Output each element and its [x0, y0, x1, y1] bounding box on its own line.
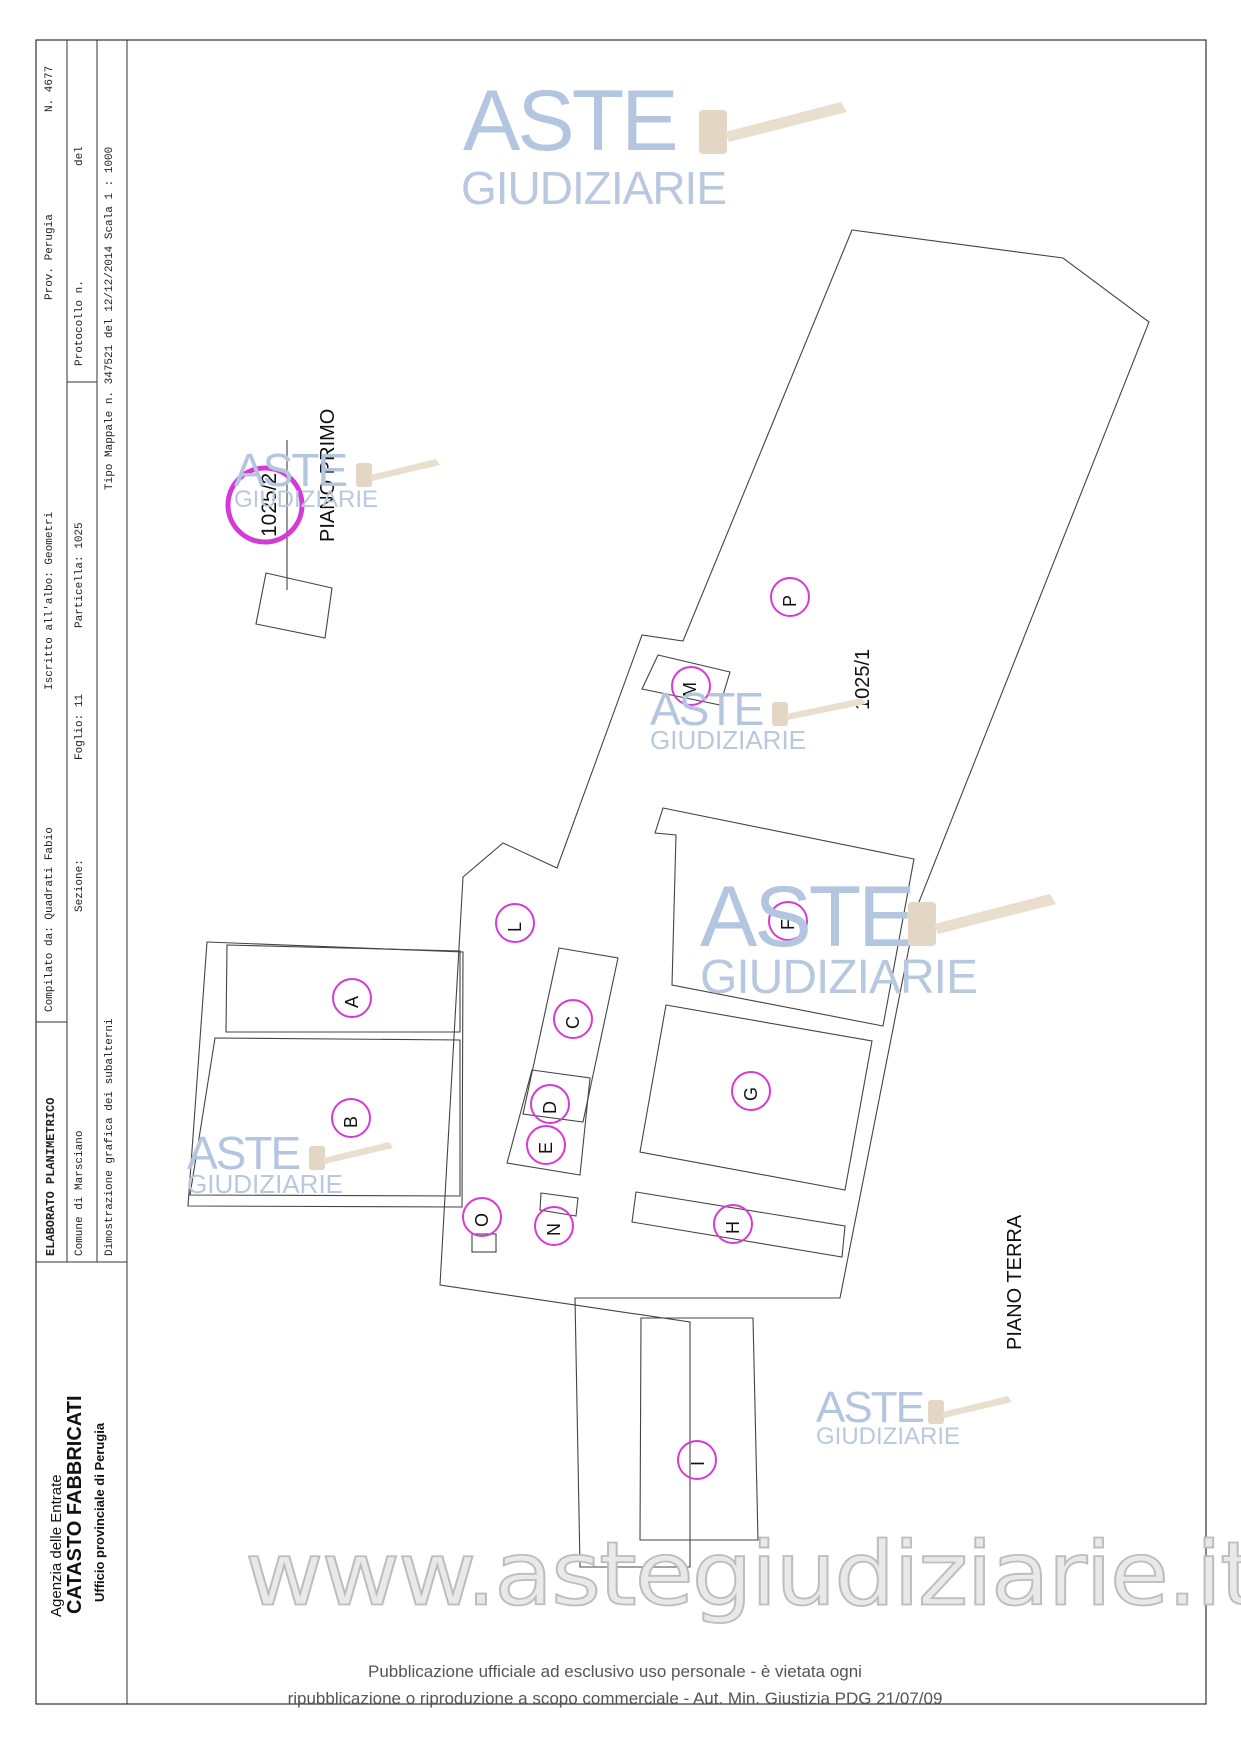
province: Prov. Perugia	[44, 214, 56, 300]
watermark-aste: ASTE	[463, 73, 679, 169]
watermark-5: ASTE GIUDIZIARIE	[187, 1130, 407, 1210]
unit-d-e-room	[506, 1069, 591, 1176]
gavel-icon	[309, 1142, 393, 1170]
marker-1025-2-icon	[225, 465, 305, 545]
marker-b-icon	[331, 1098, 371, 1138]
unit-label-d: D	[540, 1101, 560, 1114]
agency-name: Agenzia delle Entrate	[48, 1474, 65, 1617]
marker-i-icon	[677, 1440, 717, 1480]
unit-o-box	[471, 1233, 497, 1253]
watermark-6: ASTE GIUDIZIARIE	[816, 1386, 1016, 1466]
unit-h-room	[631, 1191, 846, 1258]
disclaimer-line-1: Pubblicazione ufficiale ad esclusivo uso…	[368, 1662, 862, 1681]
ufficio-provinciale: Ufficio provinciale di Perugia	[92, 1422, 107, 1602]
unit-label-p: P	[780, 594, 800, 607]
marker-f-icon	[768, 901, 808, 941]
gavel-icon	[699, 102, 847, 154]
unit-a-room	[225, 944, 461, 1033]
unit-c-room	[522, 947, 619, 1123]
marker-a-icon	[332, 978, 372, 1018]
watermark-giudiziarie: GIUDIZIARIE	[700, 951, 978, 1004]
marker-l-icon	[495, 903, 535, 943]
unit-b-room	[189, 1037, 461, 1197]
doc-type: ELABORATO PLANIMETRICO	[44, 1097, 58, 1256]
watermark-aste: ASTE	[816, 1383, 925, 1432]
marker-h-icon	[713, 1204, 753, 1244]
watermark-3: ASTE GIUDIZIARIE	[650, 683, 866, 766]
unit-label-b: B	[341, 1115, 361, 1128]
dimostrazione-grafica: Dimostrazione grafica dei subalterni	[104, 1018, 116, 1256]
watermark-1: ASTE GIUDIZIARIE	[461, 73, 863, 228]
unit-label-o: O	[472, 1212, 492, 1227]
marker-g-icon	[731, 1071, 771, 1111]
unit-label-i: I	[688, 1460, 708, 1466]
unit-label-c: C	[563, 1016, 583, 1029]
sezione: Sezione:	[74, 859, 86, 912]
marker-m-icon	[671, 666, 711, 706]
watermark-4: ASTE GIUDIZIARIE	[700, 869, 1056, 1014]
comune: Comune di Marsciano	[74, 1130, 86, 1256]
disclaimer-line-2: ripubblicazione o riproduzione a scopo c…	[287, 1689, 943, 1708]
marker-p-icon	[770, 577, 810, 617]
registered: Iscritto all'albo: Geometri	[44, 511, 56, 690]
marker-d-icon	[530, 1084, 570, 1124]
watermark-2: ASTE GIUDIZIARIE	[234, 444, 440, 527]
catasto-title: CATASTO FABBRICATI	[64, 1395, 86, 1614]
watermark-giudiziarie: GIUDIZIARIE	[234, 486, 379, 513]
gavel-icon	[908, 894, 1056, 946]
unit-label-a: A	[342, 995, 362, 1008]
unit-markers	[225, 465, 810, 1480]
building-outline-piano-terra	[439, 229, 1150, 1568]
gavel-icon	[928, 1396, 1012, 1424]
unit-label-h: H	[723, 1221, 743, 1234]
watermark-giudiziarie: GIUDIZIARIE	[816, 1423, 961, 1450]
watermark-giudiziarie: GIUDIZIARIE	[650, 725, 807, 755]
marker-o-icon	[462, 1197, 502, 1237]
gavel-icon	[772, 698, 866, 726]
watermark-aste: ASTE	[650, 683, 764, 735]
sheet-number: N. 4677	[44, 65, 56, 112]
piano-primo-block	[255, 572, 333, 639]
watermark-giudiziarie: GIUDIZIARIE	[187, 1169, 344, 1199]
website-watermark: www.astegiudiziarie.it	[244, 1522, 1241, 1627]
tipo-mappale: Tipo Mappale n. 347521 del 12/12/2014 Sc…	[104, 146, 116, 490]
watermark-aste: ASTE	[234, 444, 348, 496]
gavel-icon	[356, 459, 440, 487]
unit-m-room	[641, 654, 731, 706]
protocollo: Protocollo n.	[74, 280, 86, 366]
protocollo-del: del	[74, 146, 86, 166]
unit-label-l: L	[505, 921, 525, 932]
unit-i-room	[639, 1317, 759, 1541]
compiled-by: Compilato da: Quadrati Fabio	[44, 827, 56, 1012]
foglio: Foglio: 11	[74, 693, 86, 760]
unit-n-box	[539, 1192, 579, 1217]
marker-e-icon	[526, 1125, 566, 1165]
watermark-aste: ASTE	[187, 1127, 301, 1179]
unit-label-n: N	[544, 1223, 564, 1236]
unit-f-room	[654, 807, 915, 1027]
unit-label-e: E	[536, 1141, 556, 1154]
marker-n-icon	[534, 1206, 574, 1246]
watermark-giudiziarie: GIUDIZIARIE	[461, 162, 727, 214]
sheet-border	[35, 39, 1207, 1705]
watermark-aste: ASTE	[700, 869, 916, 965]
unit-g-room	[639, 1004, 873, 1191]
particella: Particella: 1025	[74, 522, 86, 628]
piano-terra-label: PIANO TERRA	[1004, 1214, 1026, 1350]
marker-c-icon	[553, 999, 593, 1039]
unit-label-g: G	[741, 1086, 761, 1101]
